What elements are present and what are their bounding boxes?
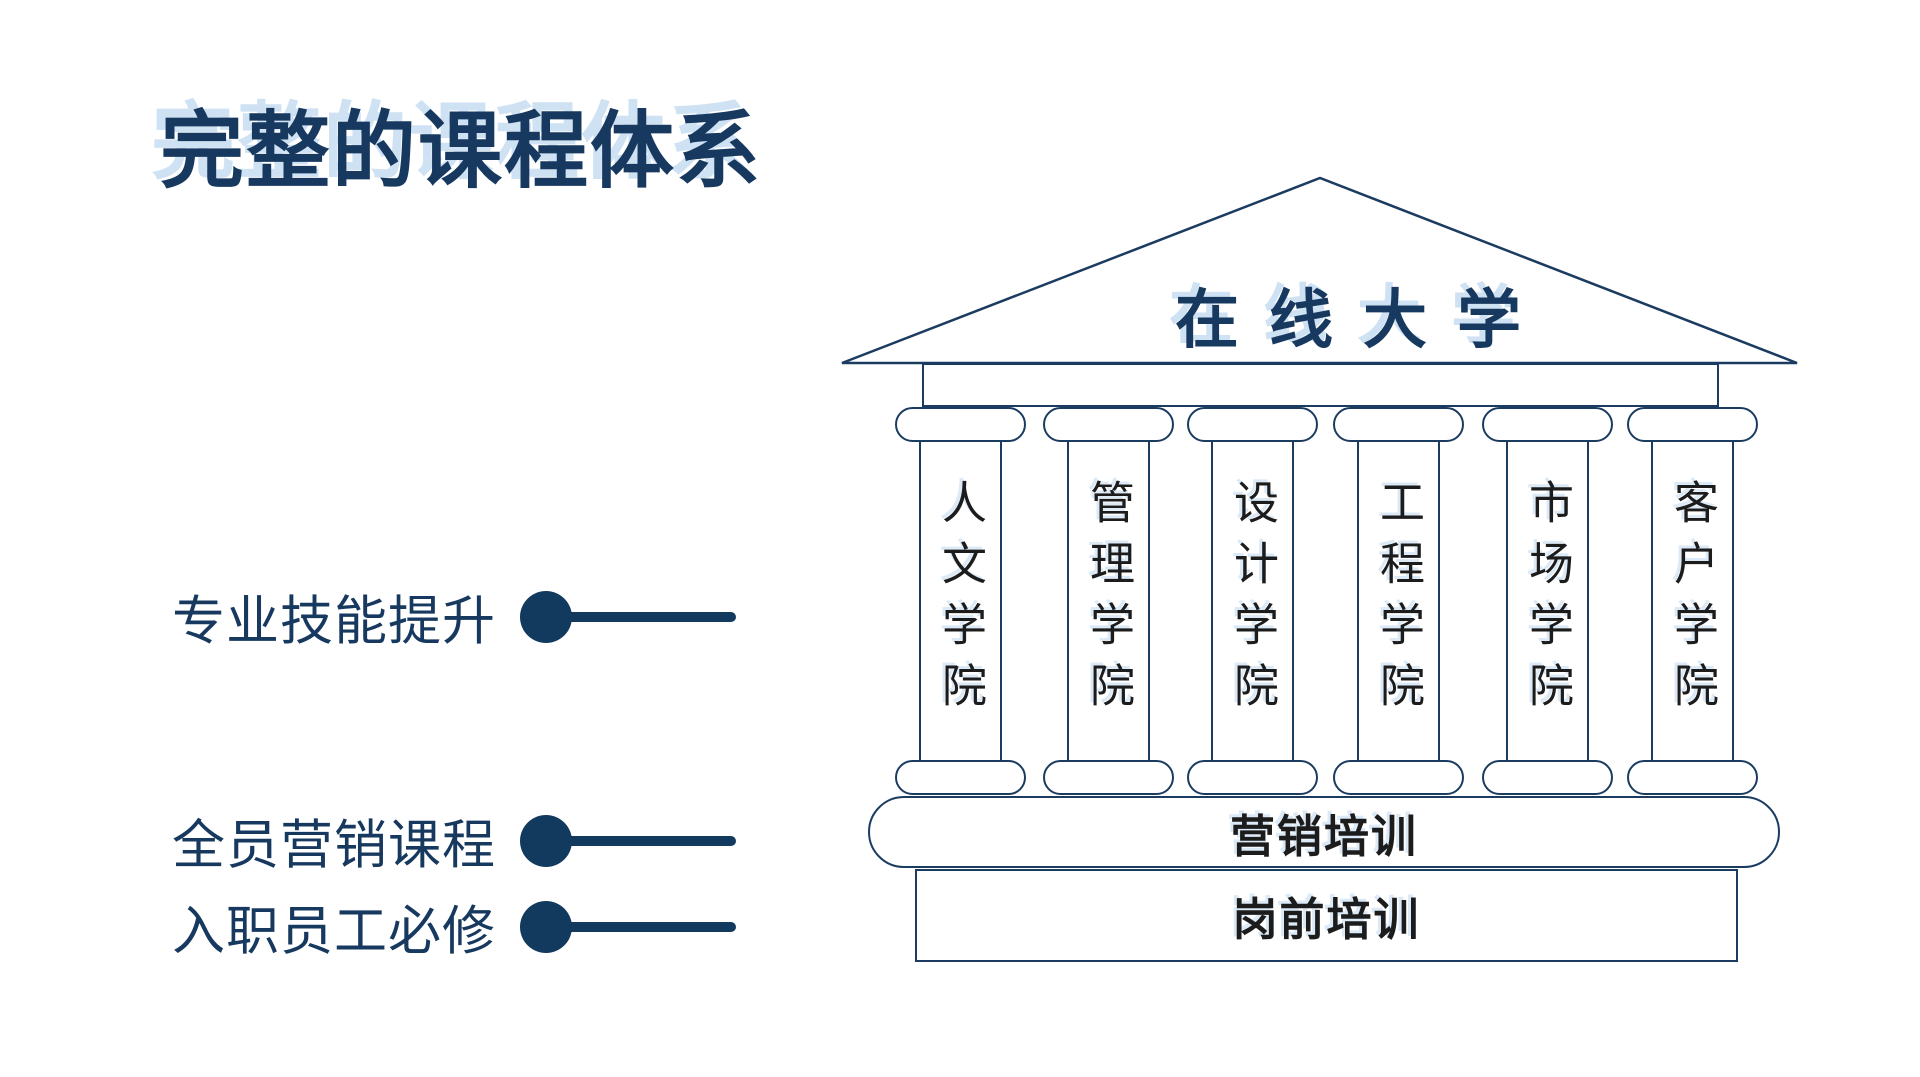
pillar-label: 设计学院 xyxy=(1227,479,1278,723)
pillar-base xyxy=(1482,760,1613,795)
pillar-label: 市场学院 xyxy=(1522,479,1573,723)
annotation-label: 专业技能提升 xyxy=(172,592,496,651)
pillar-label: 人文学院 xyxy=(935,479,986,723)
leader-line xyxy=(570,922,736,932)
pillar-capital xyxy=(1043,407,1174,442)
pillar-base xyxy=(895,760,1026,795)
pillar-capital xyxy=(895,407,1026,442)
marketing-training-bar: 营销培训 xyxy=(868,796,1780,868)
leader-line xyxy=(570,612,736,622)
pillar-base xyxy=(1627,760,1758,795)
pillar-label: 管理学院 xyxy=(1083,479,1134,723)
leader-dot xyxy=(520,591,572,643)
pillar-humanities: 人文学院 xyxy=(895,407,1026,795)
pillar-label: 客户学院 xyxy=(1667,479,1718,723)
annotation-professional-skills: 专业技能提升 xyxy=(172,585,736,651)
prejob-training-label: 岗前培训 xyxy=(1232,894,1421,945)
pillar-customer: 客户学院 xyxy=(1627,407,1758,795)
leader-line xyxy=(570,836,736,846)
pillar-capital xyxy=(1187,407,1318,442)
pillar-engineering: 工程学院 xyxy=(1333,407,1464,795)
leader-dot xyxy=(520,815,572,867)
pillar-base xyxy=(1043,760,1174,795)
pillar-capital xyxy=(1627,407,1758,442)
pillar-shaft: 市场学院 xyxy=(1506,442,1589,760)
pillar-capital xyxy=(1333,407,1464,442)
page-title: 完整的课程体系 xyxy=(160,104,763,198)
pillar-shaft: 客户学院 xyxy=(1651,442,1734,760)
pillar-shaft: 工程学院 xyxy=(1357,442,1440,760)
pillar-shaft: 管理学院 xyxy=(1067,442,1150,760)
marketing-training-label: 营销培训 xyxy=(1229,810,1418,862)
roof-label: 在线大学 xyxy=(1175,284,1551,356)
annotation-all-staff-marketing: 全员营销课程 xyxy=(172,809,736,875)
annotation-new-employee-required: 入职员工必修 xyxy=(172,895,736,961)
pillar-management: 管理学院 xyxy=(1043,407,1174,795)
prejob-training-bar: 岗前培训 xyxy=(915,869,1738,962)
pillar-base xyxy=(1333,760,1464,795)
pillar-label: 工程学院 xyxy=(1373,479,1424,723)
pillar-shaft: 设计学院 xyxy=(1211,442,1294,760)
annotation-label: 全员营销课程 xyxy=(172,816,496,875)
pillar-market: 市场学院 xyxy=(1482,407,1613,795)
annotation-label: 入职员工必修 xyxy=(172,902,496,961)
pillar-capital xyxy=(1482,407,1613,442)
pillar-shaft: 人文学院 xyxy=(919,442,1002,760)
leader-dot xyxy=(520,901,572,953)
pillar-base xyxy=(1187,760,1318,795)
entablature xyxy=(922,363,1719,407)
pillar-design: 设计学院 xyxy=(1187,407,1318,795)
